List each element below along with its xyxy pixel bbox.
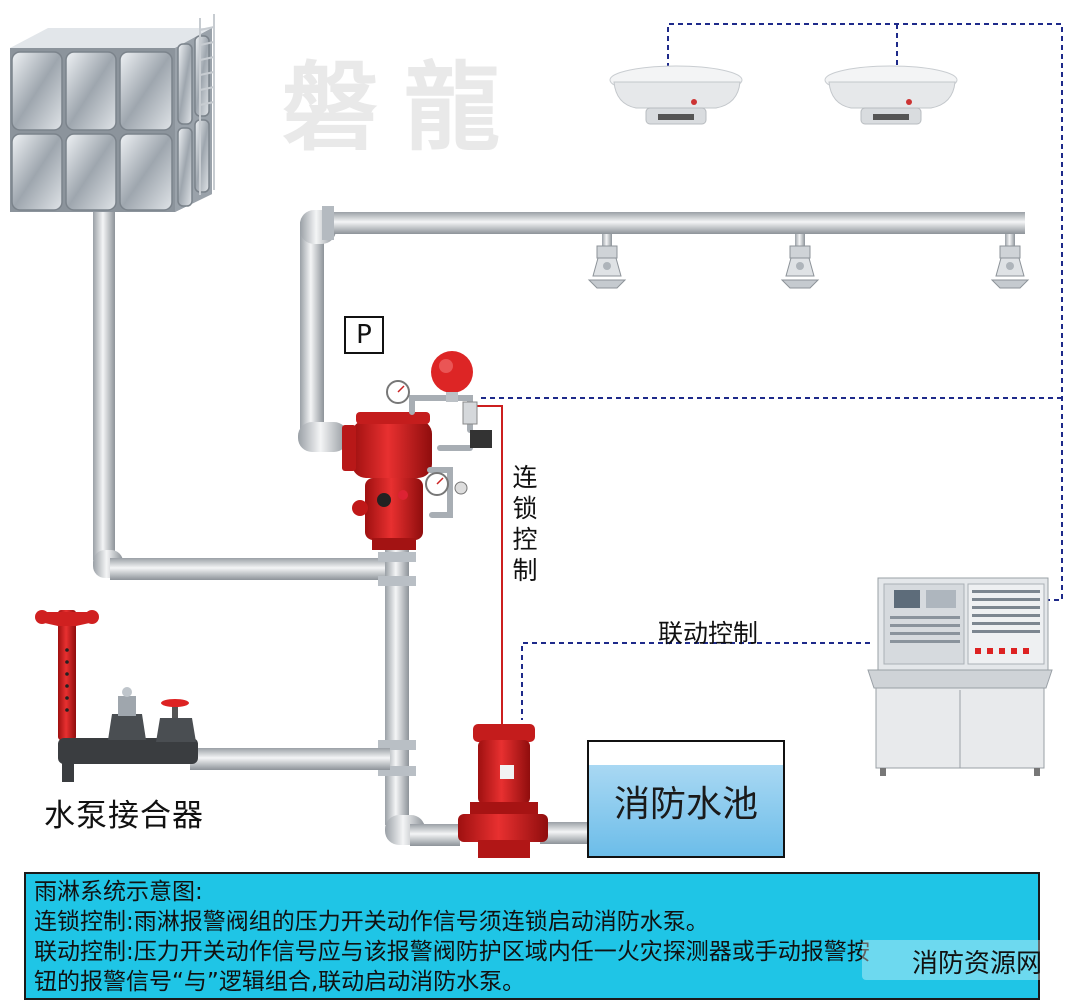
pump-connector-icon [35, 610, 198, 782]
linkage-control-label: 联动控制 [658, 619, 759, 648]
fire-pool [587, 740, 785, 858]
control-panel-icon [867, 577, 1053, 776]
sprinkler-icon [587, 245, 627, 289]
pipe-network [93, 205, 1025, 846]
pump-connector-label: 水泵接合器 [44, 798, 204, 834]
caption-line: 联动控制:压力开关动作信号应与该报警阀防护区域内任一火灾探测器或手动报警按 [34, 939, 870, 965]
smoke-detector-icon [824, 65, 958, 125]
signal-wiring [478, 23, 1063, 720]
caption-line: 钮的报警信号“与”逻辑组合,联动启动消防水泵。 [34, 969, 526, 995]
fire-pool-label: 消防水池 [613, 784, 758, 825]
deluge-valve-icon [342, 380, 492, 550]
caption-title: 雨淋系统示意图: [34, 879, 203, 905]
interlock-line [476, 405, 503, 726]
fire-pump-icon [458, 724, 548, 858]
source-mark: 消防资源网 [912, 949, 1043, 979]
pressure-switch-label: P [344, 316, 384, 354]
brand-watermark: 磐龍 [282, 52, 526, 164]
interlock-control-label: 连锁控制 [512, 463, 538, 585]
water-tank-icon [10, 14, 215, 212]
caption-box: 雨淋系统示意图: 连锁控制:雨淋报警阀组的压力开关动作信号须连锁启动消防水泵。 … [24, 872, 1040, 1000]
sprinkler-icon [780, 245, 820, 289]
caption-line: 连锁控制:雨淋报警阀组的压力开关动作信号须连锁启动消防水泵。 [34, 909, 709, 935]
smoke-detector-icon [609, 65, 743, 125]
alarm-bell-icon [431, 351, 473, 402]
source-mark-bg [862, 940, 1048, 980]
sprinkler-icon [990, 245, 1030, 289]
